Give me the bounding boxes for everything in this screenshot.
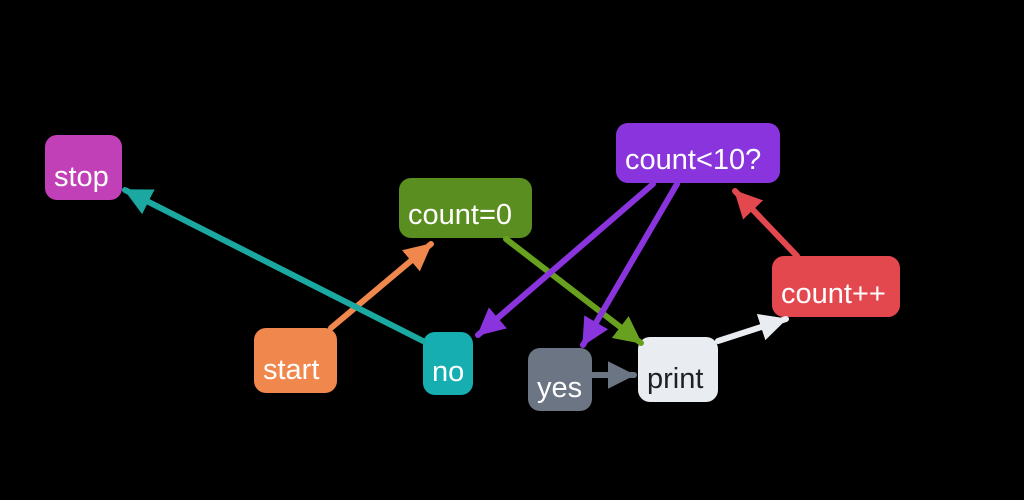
edge-count0-to-print xyxy=(503,236,644,346)
node-countpp: count++ xyxy=(772,256,900,317)
edge-countpp-to-cond xyxy=(732,188,800,259)
node-yes: yes xyxy=(528,348,592,411)
edge-no-to-stop xyxy=(122,187,426,344)
edge-cond-to-yes xyxy=(580,181,680,348)
edge-start-to-count0 xyxy=(328,241,434,331)
node-cond: count<10? xyxy=(616,123,780,183)
node-count0: count=0 xyxy=(399,178,532,238)
node-start: start xyxy=(254,328,337,393)
edge-print-to-countpp xyxy=(715,313,789,344)
node-no: no xyxy=(423,332,473,395)
node-print: print xyxy=(638,337,718,402)
node-stop: stop xyxy=(45,135,122,200)
